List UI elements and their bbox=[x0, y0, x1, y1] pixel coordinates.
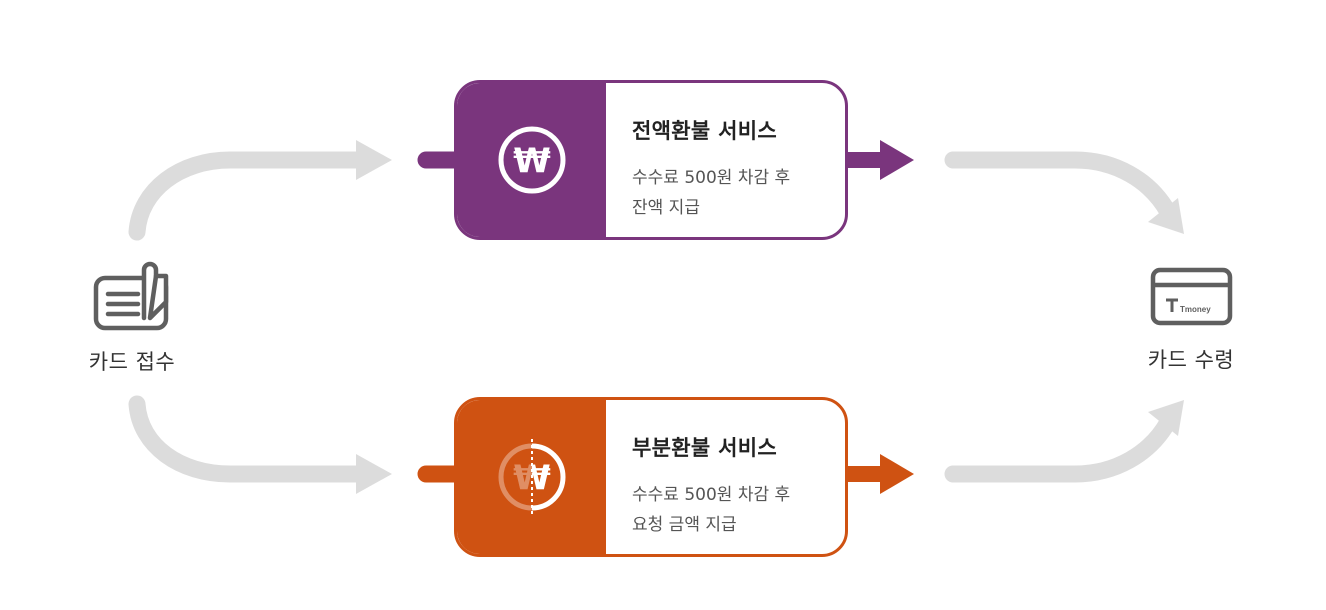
partial-refund-title: 부분환불 서비스 bbox=[632, 436, 777, 460]
connector-start-to-partial bbox=[128, 395, 381, 483]
partial-exit-arrowhead bbox=[880, 454, 914, 494]
partial-refund-desc-line2: 요청 금액 지급 bbox=[632, 515, 737, 535]
partial-refund-desc-line1: 수수료 500원 차감 후 bbox=[632, 485, 791, 505]
full-refund-desc-line1: 수수료 500원 차감 후 bbox=[632, 168, 791, 188]
partial-refund-icon-panel: ₩ ₩ bbox=[457, 400, 606, 554]
full-refund-desc-line2: 잔액 지급 bbox=[632, 198, 700, 218]
connector-start-to-full bbox=[128, 151, 381, 241]
tmoney-card-brand: Tmoney bbox=[1180, 305, 1211, 314]
partial-refund-card: ₩ ₩ 부분환불 서비스 수수료 500원 차감 후 요청 금액 지급 bbox=[454, 397, 848, 557]
full-refund-title: 전액환불 서비스 bbox=[632, 119, 777, 143]
full-refund-icon-panel: ₩ bbox=[457, 83, 606, 237]
svg-text:₩: ₩ bbox=[513, 458, 551, 498]
connector-arrowhead bbox=[356, 140, 392, 180]
partial-exit-arrow-shaft bbox=[846, 466, 886, 482]
full-exit-arrow-shaft bbox=[846, 152, 886, 168]
won-coin-icon: ₩ bbox=[498, 126, 565, 194]
end-label: 카드 수령 bbox=[1147, 348, 1235, 372]
full-refund-description: 수수료 500원 차감 후 잔액 지급 bbox=[632, 163, 845, 223]
tmoney-card-icon: Tmoney bbox=[1150, 267, 1233, 326]
svg-text:₩: ₩ bbox=[513, 141, 551, 181]
start-label: 카드 접수 bbox=[88, 350, 176, 374]
connector-arrowhead bbox=[356, 454, 392, 494]
half-won-coin-icon: ₩ ₩ bbox=[498, 439, 565, 515]
connector-arrowhead bbox=[1148, 400, 1184, 436]
full-exit-arrowhead bbox=[880, 140, 914, 180]
card-receipt-document-icon bbox=[93, 261, 169, 331]
svg-text:₩: ₩ bbox=[513, 458, 551, 498]
connector-arrowhead bbox=[1148, 198, 1184, 234]
partial-refund-description: 수수료 500원 차감 후 요청 금액 지급 bbox=[632, 480, 845, 540]
full-refund-card: ₩ 전액환불 서비스 수수료 500원 차감 후 잔액 지급 bbox=[454, 80, 848, 240]
connector-partial-to-end bbox=[944, 413, 1177, 483]
connector-full-to-end bbox=[944, 151, 1177, 221]
